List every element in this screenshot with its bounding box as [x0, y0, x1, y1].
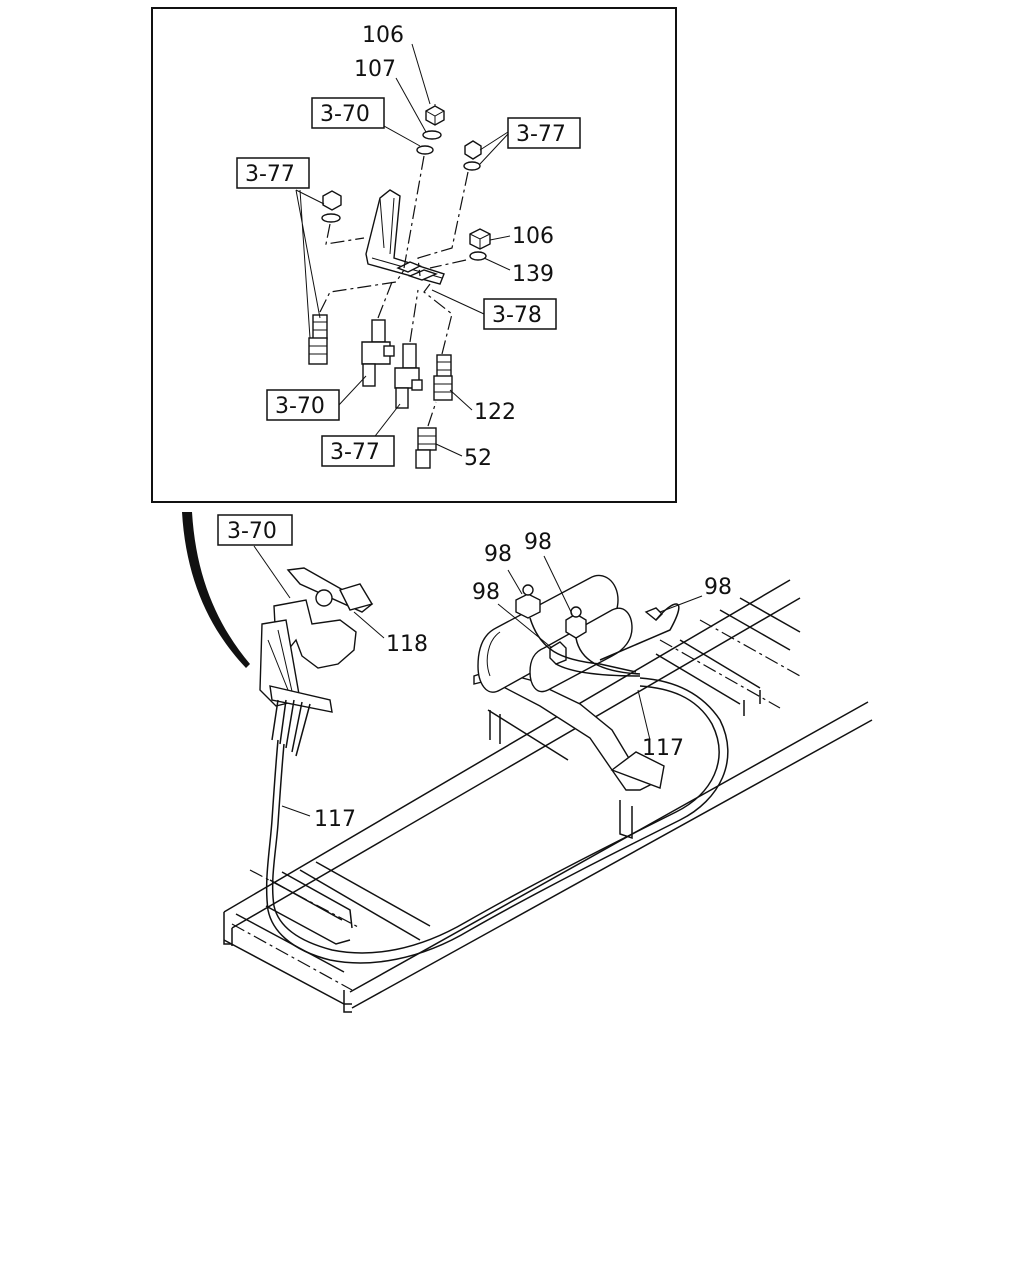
leader-139 — [483, 257, 511, 271]
callout-box-3-70-top — [311, 97, 385, 129]
drain-valve-98-c — [549, 641, 567, 665]
leader-98-a — [507, 569, 523, 595]
leader-106-mid — [489, 235, 511, 241]
callout-3-77-right: 3-77 — [516, 122, 566, 147]
leader-3-70-top — [383, 125, 421, 147]
nut-3-77-left — [321, 190, 342, 223]
leader-122 — [449, 389, 473, 411]
callout-107: 107 — [354, 57, 396, 82]
tee-fitting-3-77 — [394, 343, 423, 409]
callout-box-3-70-lower — [217, 514, 293, 546]
leader-3-70-lower — [253, 545, 291, 599]
callout-3-77-bottom: 3-77 — [330, 440, 380, 465]
washer-107-lower — [416, 145, 434, 155]
callout-98-d: 98 — [704, 575, 732, 600]
leader-98-d — [659, 595, 703, 613]
leader-98-b — [543, 555, 573, 615]
leader-118 — [353, 611, 385, 639]
leader-52 — [435, 443, 463, 457]
fitting-52 — [415, 427, 437, 469]
brake-valve-assembly — [259, 567, 374, 713]
leader-107 — [395, 77, 427, 133]
drain-valve-98-b — [565, 606, 587, 639]
leader-106-top — [411, 43, 431, 105]
nut-106-top — [425, 104, 445, 126]
callout-98-c: 98 — [472, 580, 500, 605]
leader-3-77-bottom — [371, 403, 401, 441]
callout-52: 52 — [464, 446, 492, 471]
detail-pointer-arc — [182, 512, 250, 668]
assembly-line-5 — [377, 281, 393, 319]
tee-fitting-3-70 — [361, 319, 395, 387]
callout-3-70-top: 3-70 — [320, 102, 370, 127]
callout-box-3-78 — [483, 298, 557, 330]
callout-3-78: 3-78 — [492, 303, 542, 328]
detail-inset-frame — [151, 7, 677, 503]
callout-box-3-77-right — [507, 117, 581, 149]
fitting-122 — [433, 354, 453, 401]
callout-box-3-77-left — [236, 157, 310, 189]
callout-98-b: 98 — [524, 530, 552, 555]
fitting-left — [308, 314, 328, 365]
assembly-line-2 — [417, 171, 469, 277]
air-line-tanks — [529, 603, 680, 677]
leader-3-77-left — [295, 189, 325, 339]
callout-3-70-lower: 3-70 — [227, 519, 277, 544]
callout-98-a: 98 — [484, 542, 512, 567]
drain-valve-98-d — [644, 607, 663, 621]
assembly-line-1 — [403, 155, 425, 269]
washer-139 — [469, 251, 487, 261]
callout-117-left: 117 — [314, 807, 356, 832]
callout-106-top: 106 — [362, 23, 404, 48]
assembly-line-3 — [325, 223, 365, 245]
assembly-line-4 — [319, 269, 405, 313]
callout-box-3-77-bottom — [321, 435, 395, 467]
callout-3-77-left: 3-77 — [245, 162, 295, 187]
callout-122: 122 — [474, 400, 516, 425]
callout-118: 118 — [386, 632, 428, 657]
leader-3-77-right — [479, 131, 509, 165]
assembly-line-7 — [423, 283, 453, 355]
tank-crossmember — [473, 669, 665, 840]
leader-117-left — [281, 805, 311, 817]
leader-98-c — [497, 603, 553, 649]
callout-139: 139 — [512, 262, 554, 287]
leader-117-right — [637, 689, 651, 741]
leader-3-78 — [431, 289, 485, 315]
callout-106-mid: 106 — [512, 224, 554, 249]
hose-bundle — [265, 677, 729, 964]
nut-106-mid — [469, 228, 491, 250]
nut-3-77-right — [463, 140, 482, 171]
assembly-line-8 — [427, 401, 437, 427]
callout-box-3-70-mid — [266, 389, 340, 421]
assembly-line-6 — [409, 289, 419, 343]
callout-3-70-mid: 3-70 — [275, 394, 325, 419]
callout-117-right: 117 — [642, 736, 684, 761]
assembly-line-9 — [429, 259, 467, 269]
bracket — [365, 189, 445, 285]
washer-107 — [422, 130, 442, 140]
leader-3-70-mid — [337, 375, 367, 407]
drain-valve-98-a — [515, 584, 541, 619]
